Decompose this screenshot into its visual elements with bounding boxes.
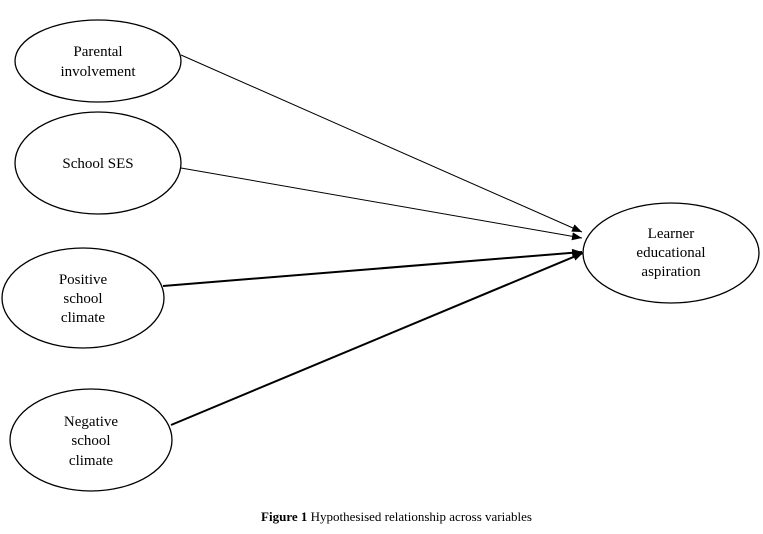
- node-label-line: Negative: [64, 414, 118, 430]
- node-label-line: climate: [69, 453, 113, 469]
- arrow-negative-to-aspiration: [170, 252, 584, 426]
- arrow-parental-to-aspiration: [180, 54, 583, 233]
- node-parental-involvement: Parental involvement: [14, 19, 182, 103]
- node-label-line: Learner: [648, 226, 695, 242]
- node-learner-educational-aspiration: Learner educational aspiration: [582, 202, 760, 304]
- node-label-line: school: [71, 433, 110, 449]
- node-label-line: School SES: [62, 156, 133, 172]
- node-positive-school-climate: Positive school climate: [1, 247, 165, 349]
- node-label-line: aspiration: [641, 264, 701, 280]
- node-label-line: Parental: [73, 44, 122, 60]
- node-label-line: educational: [636, 245, 705, 261]
- node-label-line: involvement: [61, 64, 137, 80]
- node-label-line: climate: [61, 310, 105, 326]
- node-label-line: school: [63, 291, 102, 307]
- node-negative-school-climate: Negative school climate: [9, 388, 173, 492]
- figure-caption: Figure 1 Hypothesised relationship acros…: [0, 509, 763, 525]
- node-label-line: Positive: [59, 272, 108, 288]
- arrow-positive-to-aspiration: [162, 248, 583, 287]
- figure-caption-text: Hypothesised relationship across variabl…: [307, 509, 532, 524]
- figure-number: Figure 1: [261, 509, 308, 524]
- arrow-ses-to-aspiration: [180, 167, 583, 241]
- node-school-ses: School SES: [14, 111, 182, 215]
